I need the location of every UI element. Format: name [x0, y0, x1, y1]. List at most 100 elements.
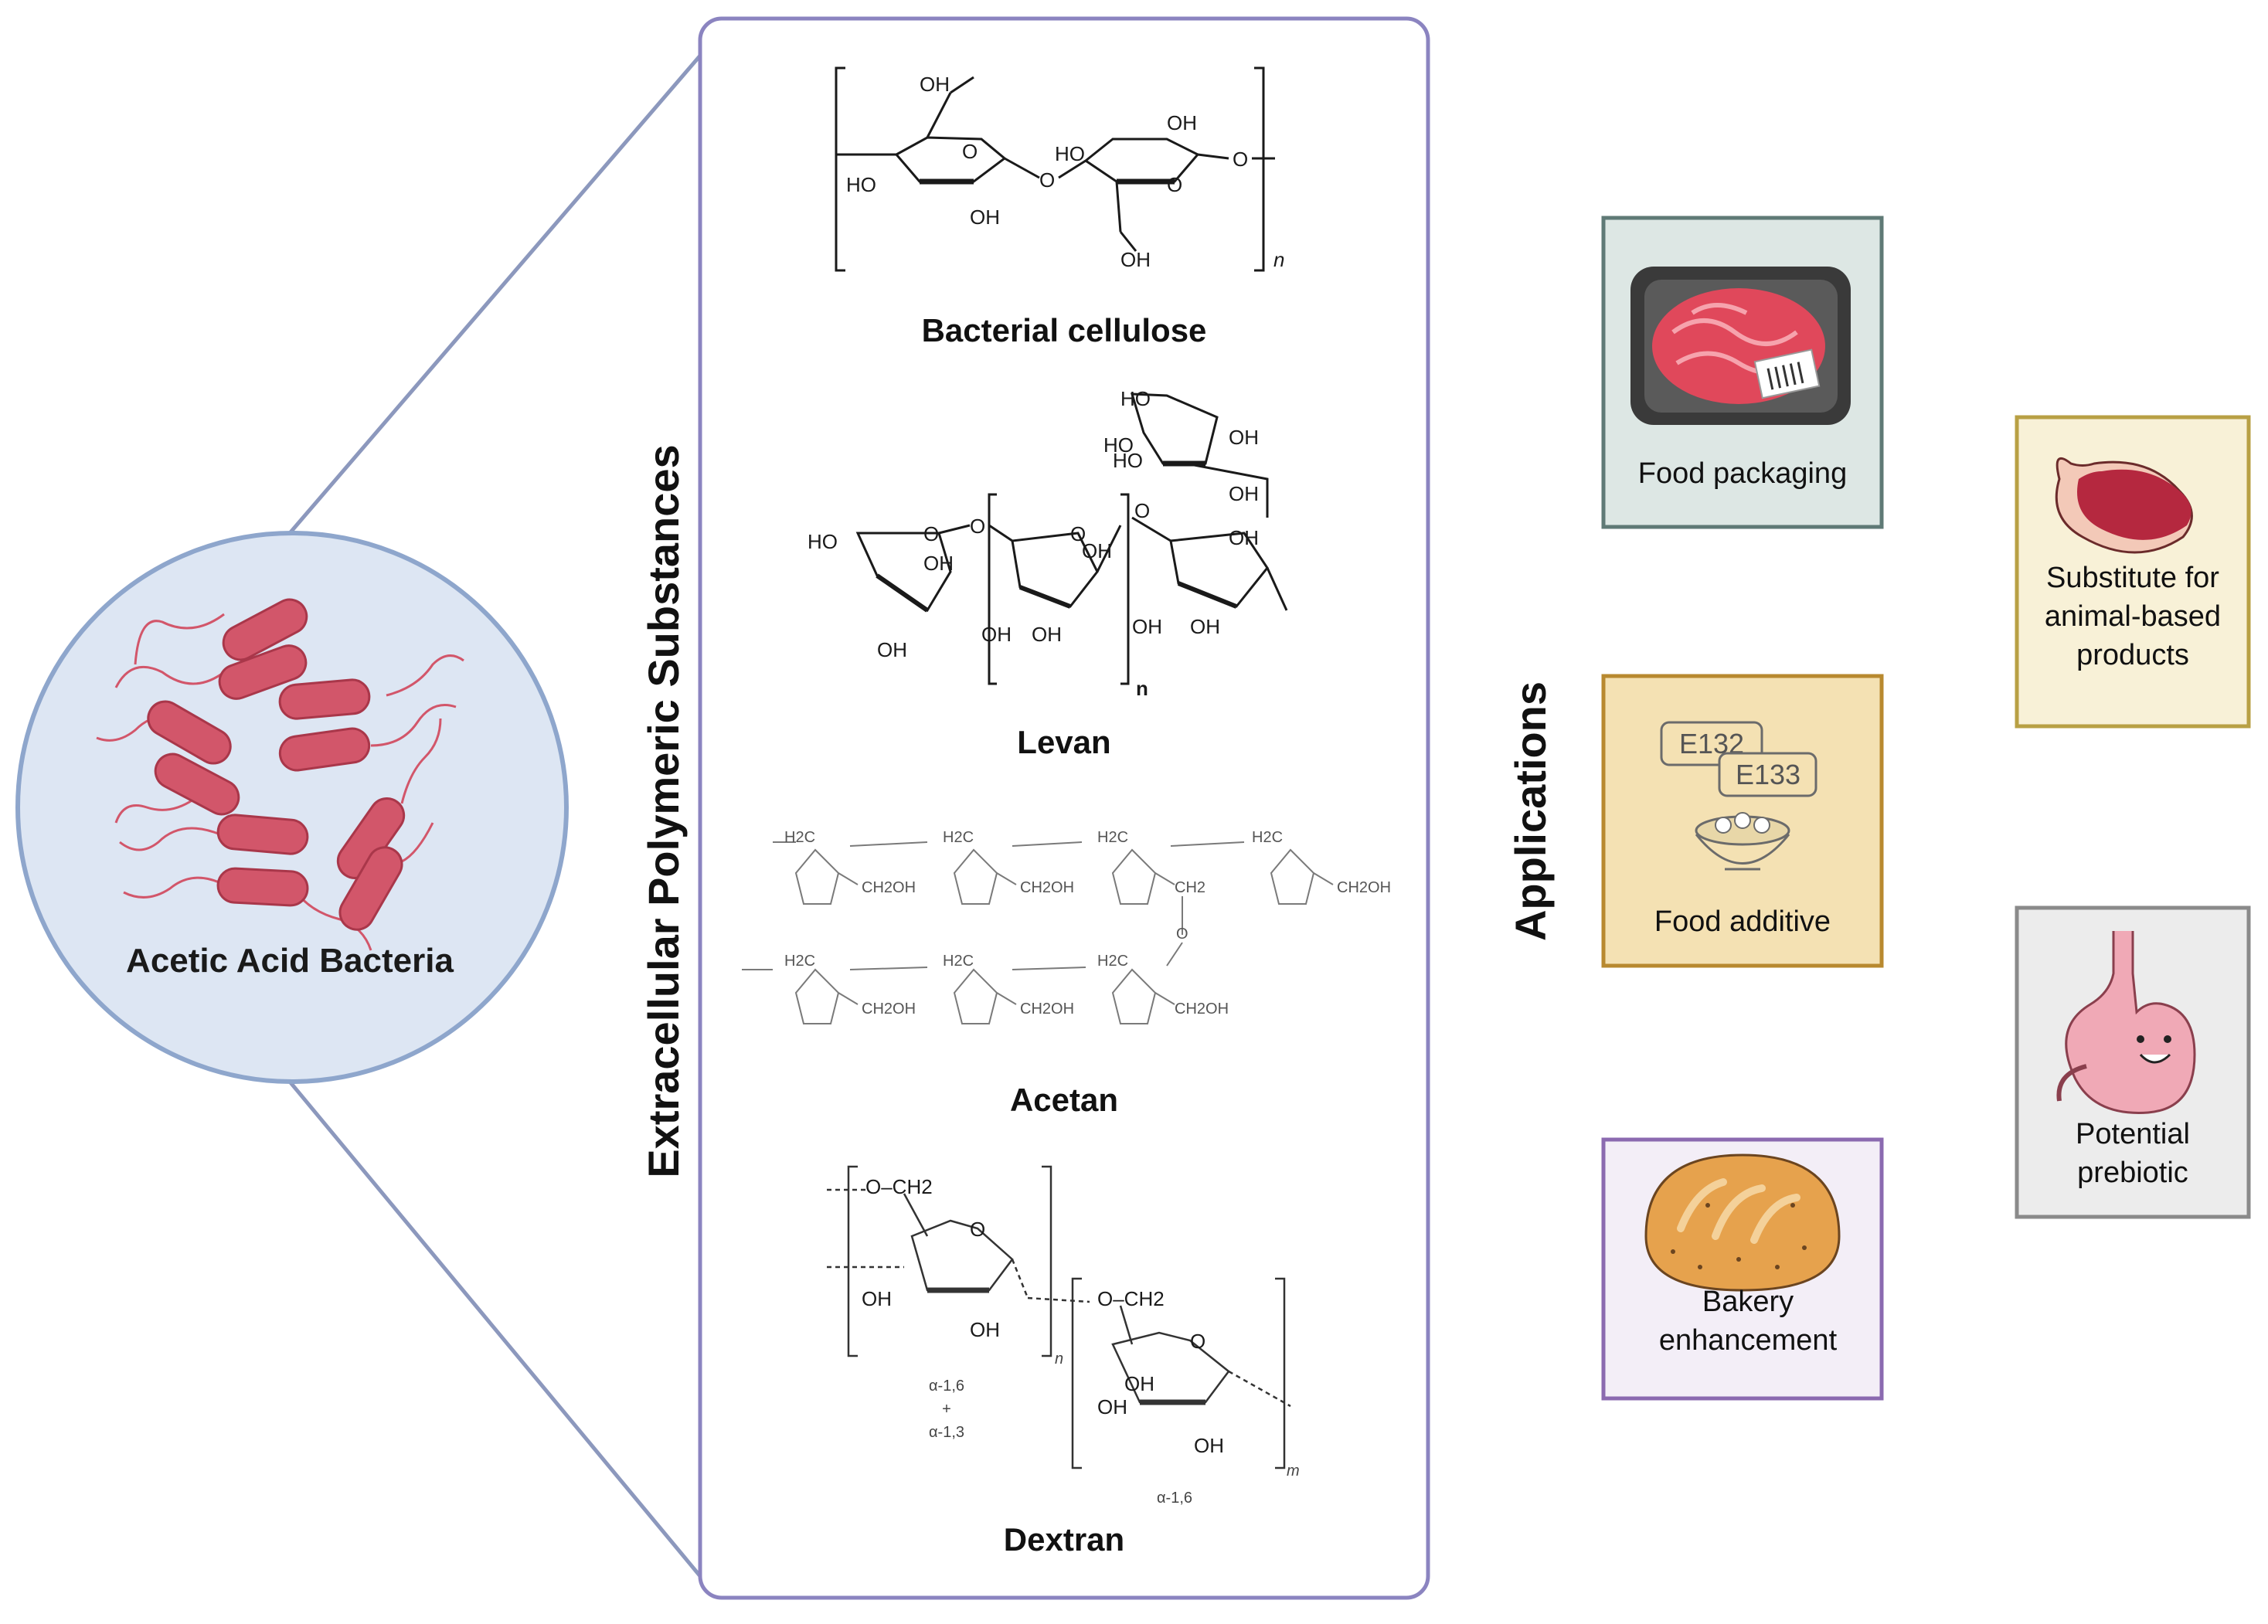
dextran-atom: OH [1194, 1434, 1224, 1457]
acetan-atom: H2C [943, 829, 974, 846]
polymer-name-cellulose: Bacterial cellulose [922, 312, 1207, 348]
steak-icon [2055, 457, 2193, 554]
dextran-atom: OH [1124, 1372, 1154, 1395]
cellulose-atom: HO [846, 173, 876, 196]
app-label-food-additive: Food additive [1654, 905, 1831, 938]
dextran-linkage: α-1,3 [929, 1424, 964, 1441]
acetan-structure [742, 841, 1334, 1024]
applications-title: Applications [1506, 681, 1555, 941]
zoom-line-bottom [288, 1080, 702, 1578]
acetan-atom: CH2OH [862, 879, 916, 896]
acetan-atom: H2C [784, 829, 815, 846]
eps-title: Extracellular Polymeric Substances [639, 444, 688, 1177]
levan-atom: OH [1229, 482, 1259, 505]
cellulose-atom: OH [1120, 248, 1151, 271]
flagella [96, 613, 464, 951]
dextran-subscript: n [1055, 1351, 1063, 1367]
acetan-ring [1111, 968, 1175, 1024]
meat-tray-icon [1630, 267, 1851, 425]
acetan-atom: CH2OH [1020, 1001, 1074, 1018]
levan-atom: OH [1082, 539, 1112, 562]
bacteria-group: Acetic Acid Bacteria [15, 531, 569, 1084]
polymer-name-acetan: Acetan [1010, 1082, 1118, 1118]
acetan-atom: H2C [1097, 829, 1128, 846]
dextran-linkage: + [942, 1401, 951, 1418]
levan-atom: OH [1190, 615, 1220, 638]
levan-atom: HO [1113, 449, 1143, 472]
app-label-food-packaging: Food packaging [1638, 457, 1847, 490]
acetan-ring [1111, 848, 1175, 905]
levan-structure [855, 392, 1288, 685]
zoom-line-top [288, 54, 702, 535]
acetan-ring [794, 848, 859, 905]
additive-code: E133 [1736, 759, 1800, 790]
cellulose-atom: O [962, 140, 978, 163]
levan-atom: HO [808, 530, 838, 553]
acetan-atom: O [1176, 926, 1188, 943]
dextran-atom: OH [862, 1287, 892, 1310]
levan-atom: O [923, 522, 939, 545]
dextran-atoms: O–CH2 OH OH O O–CH2 OH OH OH O α-1,6 + α… [862, 1175, 1300, 1507]
dextran-atom: O [970, 1218, 985, 1241]
levan-atom: HO [1103, 433, 1134, 457]
dextran-linkage: α-1,6 [1157, 1490, 1192, 1507]
app-card-food-packaging: Food packaging [1601, 216, 1884, 529]
cellulose-atom: O [1039, 168, 1055, 192]
acetan-atom: CH2OH [1020, 879, 1074, 896]
levan-atom: n [1136, 677, 1148, 700]
bacteria-cells [147, 598, 406, 931]
levan-atom: HO [1120, 387, 1151, 410]
acetan-atom: CH2OH [1175, 1001, 1229, 1018]
dextran-atom: OH [1097, 1395, 1127, 1418]
stomach-icon [2056, 931, 2196, 1114]
acetan-ring [953, 848, 1017, 905]
levan-atom: OH [1132, 615, 1162, 638]
cellulose-atom: OH [970, 206, 1000, 229]
bread-icon [1644, 1153, 1841, 1292]
cellulose-atom: n [1273, 248, 1284, 271]
dextran-linkage: α-1,6 [929, 1378, 964, 1395]
app-card-food-additive: E132 E133 Food additive [1601, 674, 1884, 968]
cellulose-atom: OH [1167, 111, 1197, 134]
dextran-atom: O–CH2 [865, 1175, 933, 1198]
levan-atoms: HO HO HO OH OH HO O OH OH O OH O OH OH O… [808, 387, 1259, 700]
polymer-name-levan: Levan [1017, 724, 1110, 760]
acetan-atom: H2C [1097, 953, 1128, 970]
dextran-atom: O [1190, 1330, 1205, 1353]
dextran-atom: O–CH2 [1097, 1287, 1165, 1310]
acetan-labels: H2C H2C H2C H2C CH2OH CH2OH CH2OH CH2 O … [784, 829, 1391, 1018]
acetan-ring [794, 968, 859, 1024]
bacteria-label: Acetic Acid Bacteria [126, 942, 454, 980]
dextran-atom: OH [970, 1318, 1000, 1341]
cellulose-atom: OH [920, 73, 950, 96]
levan-atom: OH [981, 623, 1012, 646]
acetan-atom: CH2OH [862, 1001, 916, 1018]
dextran-structure [827, 1165, 1291, 1469]
polymer-name-dextran: Dextran [1004, 1521, 1124, 1558]
levan-atom: O [970, 515, 985, 538]
eps-frame [698, 16, 1430, 1600]
cellulose-atom: O [1233, 148, 1248, 171]
dextran-subscript: m [1287, 1463, 1300, 1480]
acetan-atom: CH2 [1175, 879, 1205, 896]
acetan-ring [953, 968, 1017, 1024]
cellulose-atom: HO [1055, 142, 1085, 165]
levan-atom: O [1070, 522, 1086, 545]
food-additive-icon: E132 E133 [1660, 721, 1817, 871]
acetan-atom: H2C [784, 953, 815, 970]
levan-atom: OH [877, 638, 907, 661]
levan-atom: OH [1032, 623, 1062, 646]
acetan-atom: H2C [943, 953, 974, 970]
levan-atom: O [1134, 499, 1150, 522]
acetan-atom: H2C [1252, 829, 1283, 846]
levan-atom: OH [1229, 526, 1259, 549]
cellulose-structure: OH HO OH OH HO OH O O O O n [835, 66, 1284, 272]
acetan-ring [1270, 848, 1334, 905]
